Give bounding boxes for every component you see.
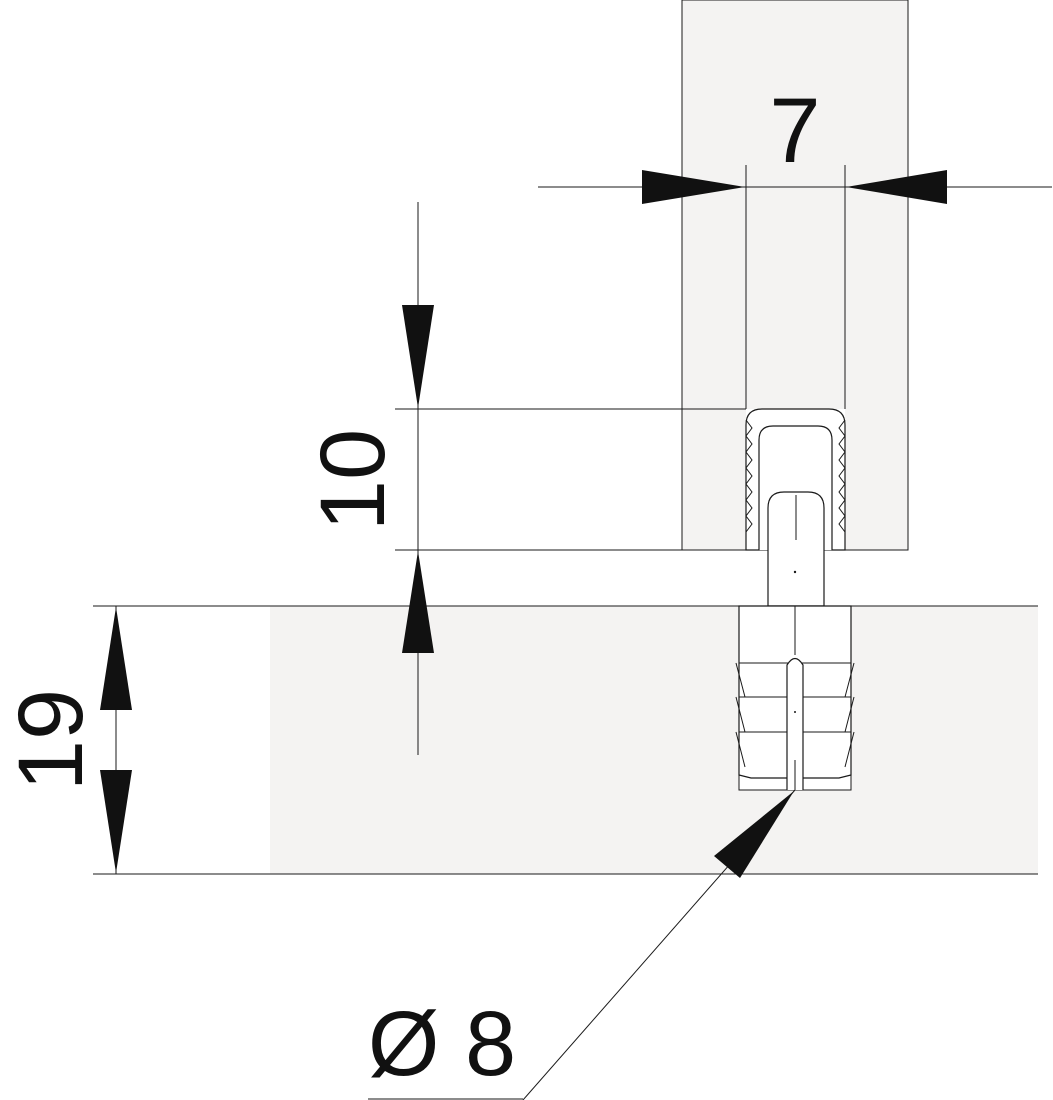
arrow-left-pointing bbox=[846, 170, 947, 204]
arrow-down-pointing-thickness bbox=[100, 770, 132, 873]
dimension-depth: 10 bbox=[302, 202, 746, 755]
dimension-label-depth: 10 bbox=[302, 429, 404, 531]
lower-dowel bbox=[735, 605, 855, 790]
arrow-down-pointing bbox=[402, 305, 434, 408]
arrow-up-pointing-thickness bbox=[100, 607, 132, 710]
dimension-width: 7 bbox=[538, 80, 1052, 409]
upper-clip bbox=[745, 408, 846, 551]
lower-board bbox=[270, 606, 1038, 874]
arrow-up-pointing bbox=[402, 551, 434, 653]
dimension-thickness: 19 bbox=[0, 606, 132, 874]
dimension-label-thickness: 19 bbox=[0, 689, 102, 791]
connector-pin bbox=[767, 491, 825, 607]
dimension-label-width: 7 bbox=[769, 80, 820, 182]
dimension-diameter: Ø 8 bbox=[368, 789, 796, 1100]
arrow-right-pointing bbox=[642, 170, 745, 204]
dimension-label-diameter: Ø 8 bbox=[368, 993, 516, 1095]
arrow-diameter-leader bbox=[714, 791, 794, 878]
